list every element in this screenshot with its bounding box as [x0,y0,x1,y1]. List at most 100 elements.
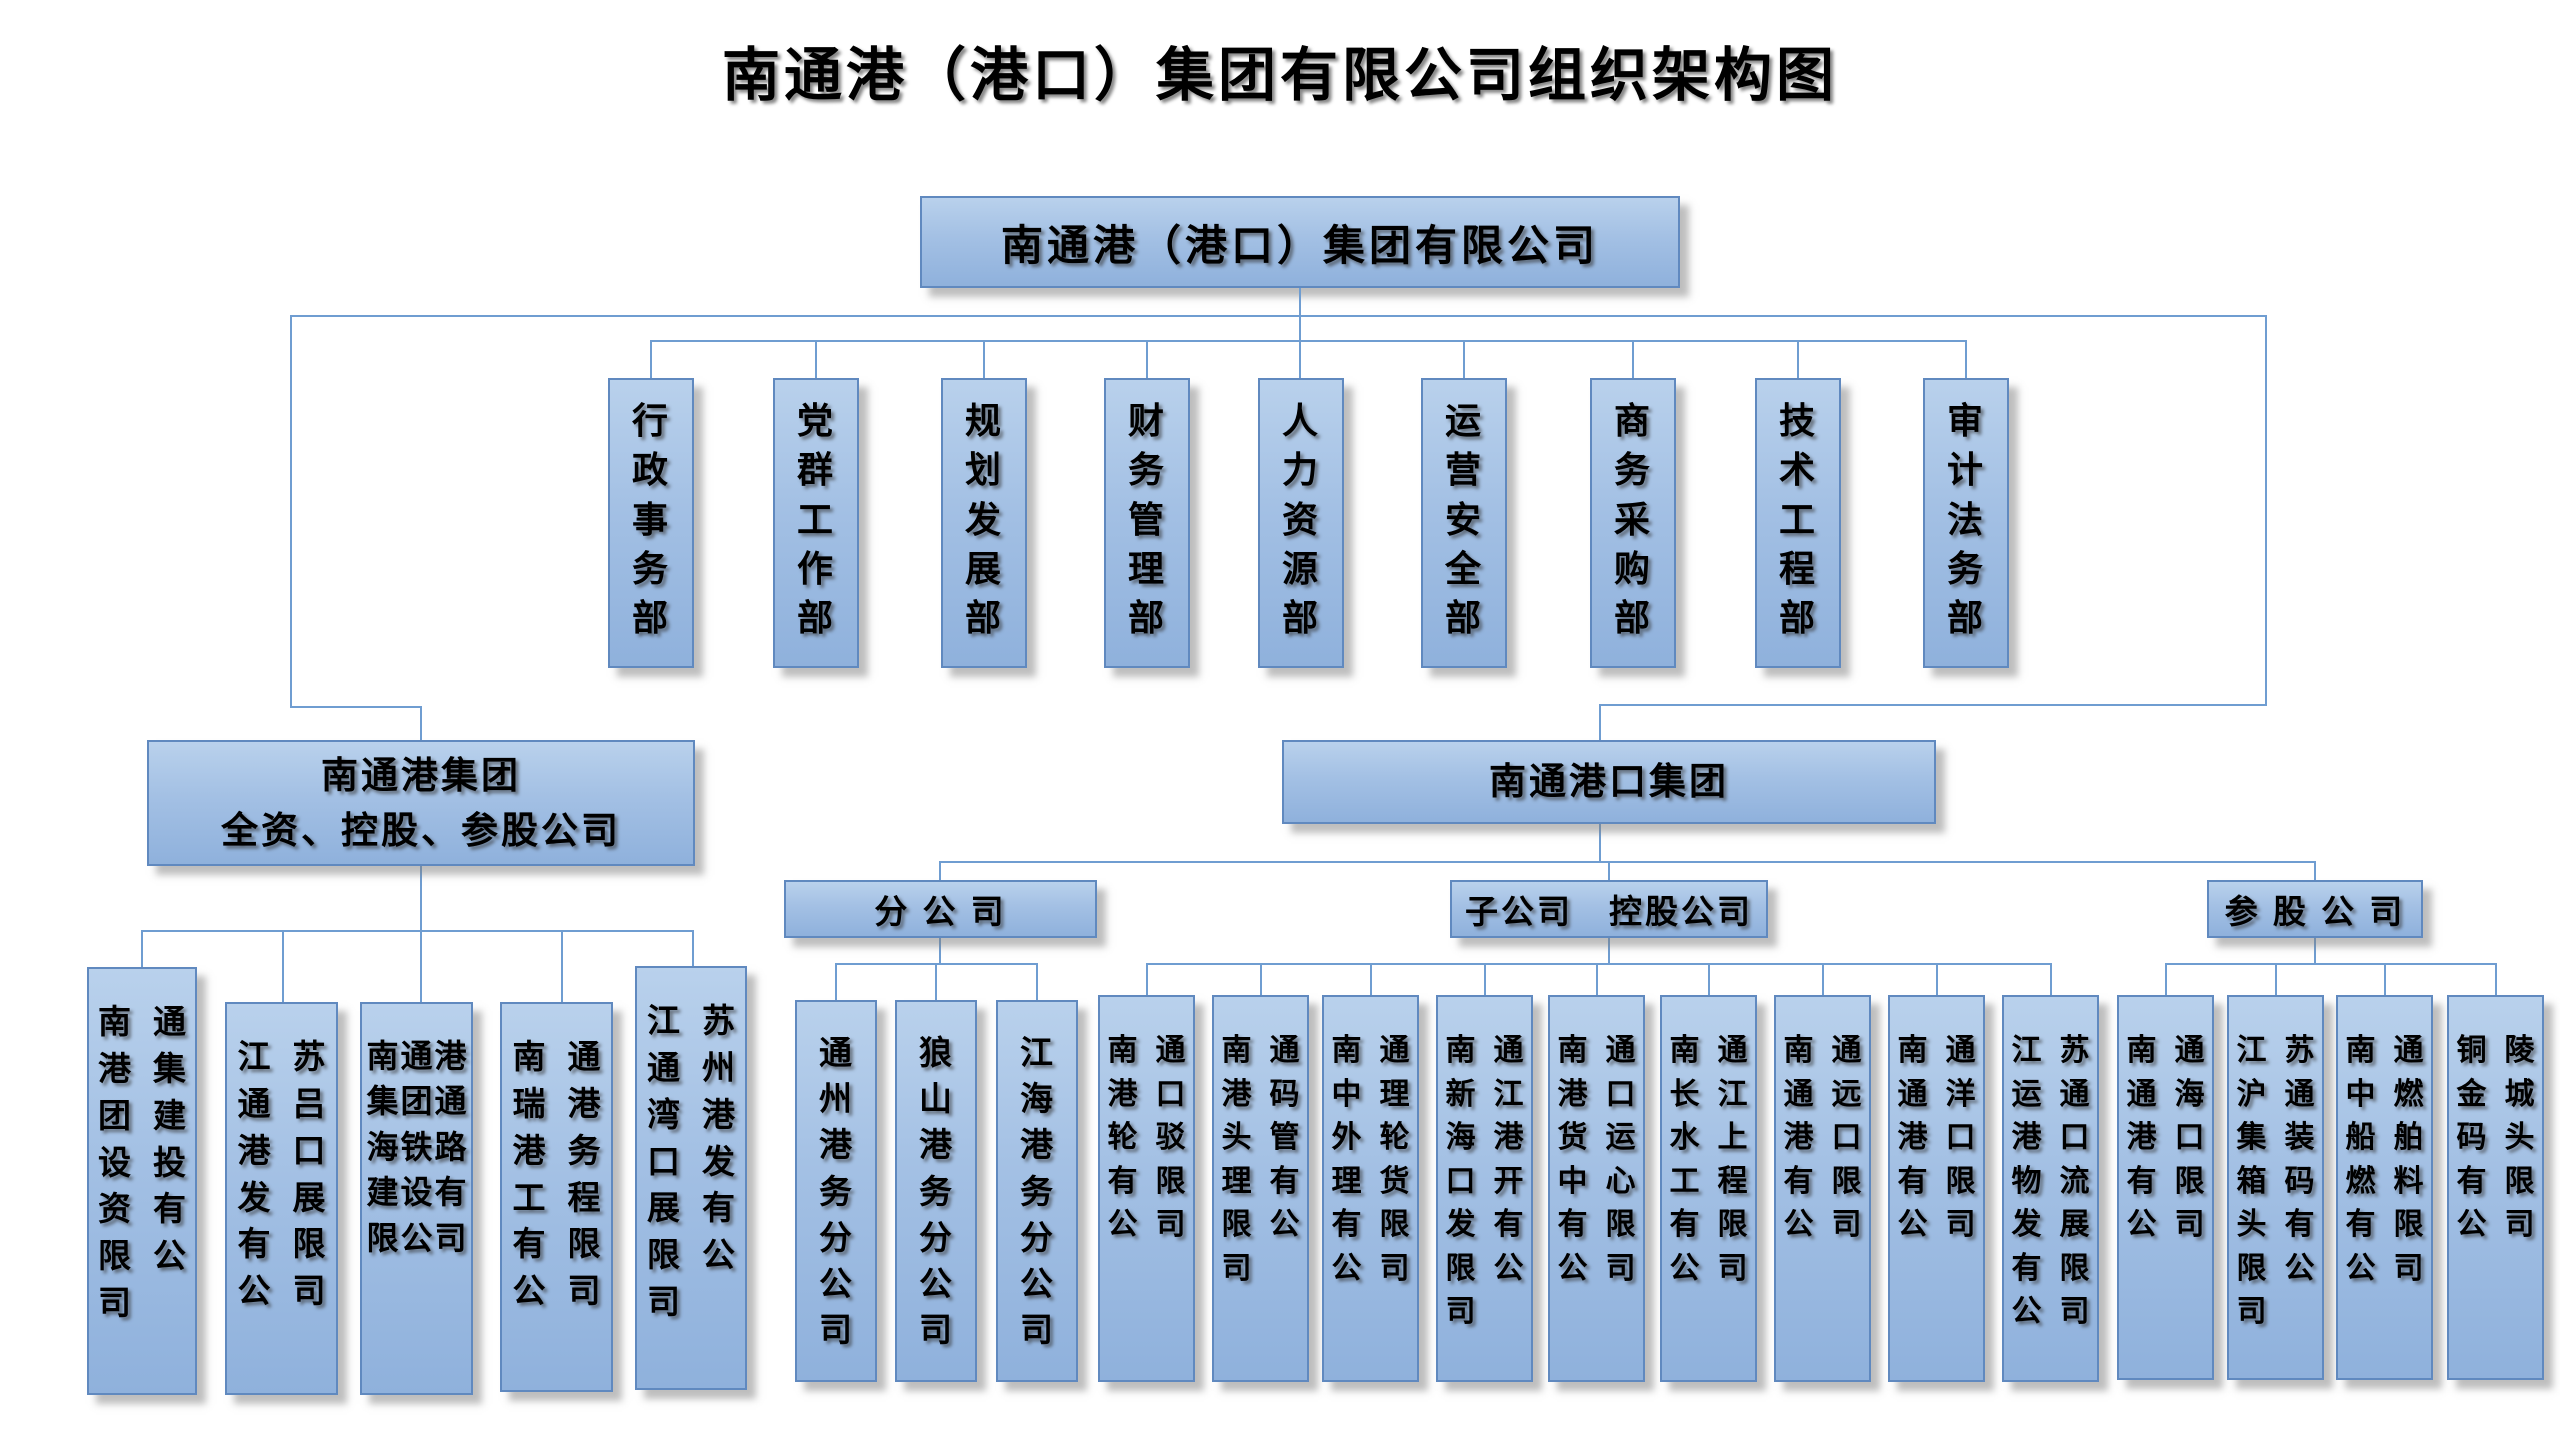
connector-dept-drop [1965,340,1967,378]
connector-invested-drop [2165,963,2167,995]
connector-subsidiary-drop [2050,963,2052,995]
company-label: 南通长江水上工程有限公司 [1669,1034,1748,1285]
org-node-company: 南通中燃船舶燃料有限公司 [2336,995,2433,1380]
org-node-company: 江苏运通港口物流发展有限公司 [2002,995,2099,1382]
connector-leftchild-drop [692,930,694,966]
org-node-category-branch: 分 公 司 [784,880,1097,938]
org-node-company: 南通长江水上工程有限公司 [1660,995,1757,1382]
org-node-right-group: 南通港口集团 [1282,740,1936,824]
connector-rightgroup-stem [1599,824,1601,861]
connector-leftchild-drop [561,930,563,1002]
connector-right-drop [1599,704,1601,740]
connector-subsidiary-drop [1936,963,1938,995]
org-node-company: 狼山港务分公司 [895,1000,977,1382]
category-label: 参 股 公 司 [2224,893,2406,930]
connector-leftchild-drop [282,930,284,1002]
connector-subsidiary-stem [1608,938,1610,963]
company-label: 江苏运通港口物流发展有限公司 [2011,1034,2090,1328]
connector-category-drop [1608,861,1610,880]
org-node-root: 南通港（港口）集团有限公司 [920,196,1680,288]
company-label: 南通新江海港口开发有限公司 [1445,1034,1524,1328]
connector-subsidiary-bracket [1146,963,2051,965]
company-label: 江苏沪通集装箱码头有限公司 [2236,1034,2315,1328]
connector-outer-right [2265,315,2267,704]
connector-left-jog [290,706,422,708]
org-node-company: 南通通洋港口有限公司 [1888,995,1985,1382]
connector-dept-drop [1146,340,1148,378]
connector-outer-left [290,315,292,706]
company-label: 南通中理外轮理货有限公司 [1331,1034,1410,1285]
org-node-category-invested: 参 股 公 司 [2207,880,2423,938]
connector-dept-drop [983,340,985,378]
org-node-department: 规划发展部 [941,378,1027,668]
company-label: 南通通远港口有限公司 [1783,1034,1862,1241]
page-title: 南通港（港口）集团有限公司组织架构图 [721,43,1838,108]
org-node-company: 铜陵金城码头有限公司 [2447,995,2544,1380]
connector-subsidiary-drop [1146,963,1148,995]
org-node-root-label: 南通港（港口）集团有限公司 [1000,221,1599,269]
connector-leftgroup-stem [420,866,422,930]
category-label: 分 公 司 [874,893,1007,930]
org-node-department: 行政事务部 [608,378,694,668]
company-label: 南通港口货运中心有限公司 [1557,1034,1636,1285]
org-node-company: 江苏通吕港口发展有限公司 [225,1002,338,1395]
connector-invested-bracket [2165,963,2496,965]
connector-invested-drop [2384,963,2386,995]
org-node-company: 江苏通州湾港口发展有限公司 [635,966,747,1390]
company-label: 江苏通吕港口发展有限公司 [237,1038,326,1310]
connector-subsidiary-drop [1596,963,1598,995]
connector-leftchild-drop [141,930,143,967]
org-node-department: 运营安全部 [1421,378,1507,668]
org-node-company: 南通港口轮驳有限公司 [1098,995,1195,1382]
left-group-line2: 全资、控股、参股公司 [221,810,621,851]
connector-subsidiary-drop [1484,963,1486,995]
right-group-label: 南通港口集团 [1489,761,1729,803]
left-group-line1: 南通港集团 [321,754,521,796]
org-node-company: 南通港码头管理有限公司 [1212,995,1309,1382]
connector-dept-drop [815,340,817,378]
department-label: 人力资源部 [1282,400,1319,639]
company-label: 南通港集团通海铁路建设有限公司 [366,1038,467,1256]
org-node-company: 南通港集团建设投资有限公司 [87,967,197,1395]
connector-subsidiary-drop [1708,963,1710,995]
connector-invested-drop [2275,963,2277,995]
company-label: 南通通海港口有限公司 [2126,1034,2205,1241]
org-node-category-subsidiary: 子公司 控股公司 [1450,880,1768,938]
org-node-company: 南通港口货运中心有限公司 [1548,995,1645,1382]
org-node-department: 技术工程部 [1755,378,1841,668]
department-label: 财务管理部 [1128,400,1165,639]
company-label: 狼山港务分公司 [919,1034,952,1349]
org-node-company: 南通港集团通海铁路建设有限公司 [360,1002,473,1395]
connector-branch-stem [939,938,941,963]
org-node-company: 南通通海港口有限公司 [2117,995,2214,1380]
category-label: 子公司 控股公司 [1465,893,1753,930]
connector-dept-drop [1463,340,1465,378]
connector-subsidiary-drop [1822,963,1824,995]
connector-invested-drop [2495,963,2497,995]
company-label: 南通中燃船舶燃料有限公司 [2345,1034,2424,1285]
org-node-department: 财务管理部 [1104,378,1190,668]
connector-left-drop [420,706,422,740]
org-node-department: 人力资源部 [1258,378,1344,668]
department-label: 规划发展部 [965,400,1002,639]
company-label: 江海港务分公司 [1020,1034,1053,1349]
org-node-company: 江苏沪通集装箱码头有限公司 [2227,995,2324,1380]
org-node-department: 审计法务部 [1923,378,2009,668]
connector-dept-drop [1797,340,1799,378]
connector-category-drop [939,861,941,880]
org-node-department: 商务采购部 [1590,378,1676,668]
company-label: 南通港口轮驳有限公司 [1107,1034,1186,1241]
connector-right-jog [1599,704,2267,706]
org-node-company: 南通新江海港口开发有限公司 [1436,995,1533,1382]
company-label: 通州港务分公司 [819,1034,852,1349]
connector-branch-drop [935,963,937,1000]
connector-subsidiary-drop [1370,963,1372,995]
connector-category-bracket [939,861,2316,863]
connector-branch-drop [1036,963,1038,1000]
department-label: 运营安全部 [1445,400,1482,639]
org-node-department: 党群工作部 [773,378,859,668]
connector-subsidiary-drop [1260,963,1262,995]
org-node-company: 江海港务分公司 [996,1000,1078,1382]
connector-category-drop [2314,861,2316,880]
